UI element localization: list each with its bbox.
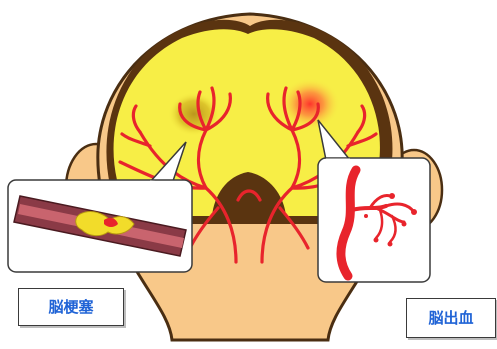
bleed-point <box>411 209 417 215</box>
bleed-point <box>389 193 395 199</box>
label-cerebral-infarction: 脳梗塞 <box>18 288 124 326</box>
bleed-point <box>402 222 407 227</box>
label-cerebral-hemorrhage: 脳出血 <box>406 298 496 338</box>
bleed-point <box>388 242 393 247</box>
ruptured-artery-inset <box>318 158 430 282</box>
bleed-point <box>364 214 368 218</box>
bleed-point <box>374 238 379 243</box>
